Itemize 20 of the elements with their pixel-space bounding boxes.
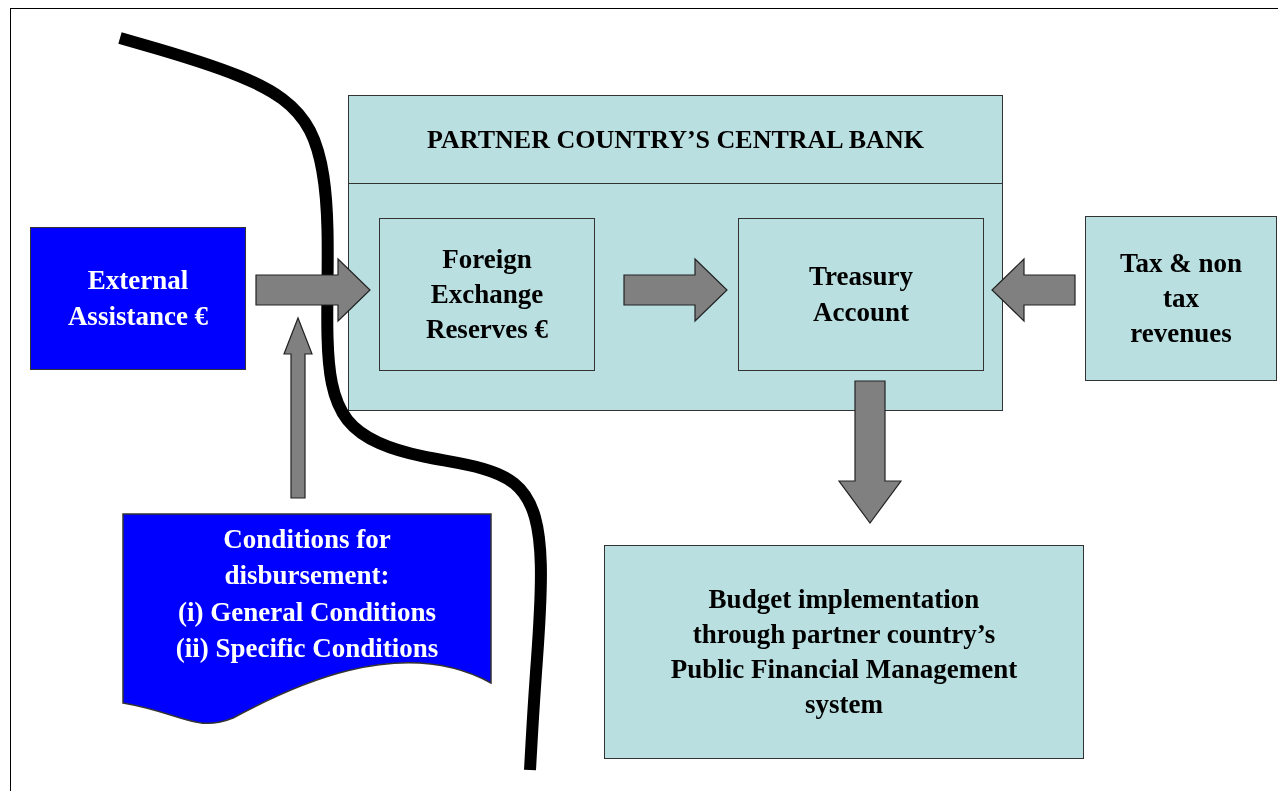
box-text: External Assistance €: [66, 264, 210, 333]
box-text: Tax & non tax revenues: [1118, 246, 1244, 351]
bank-panel: [348, 95, 1003, 411]
heading-text: Conditions for disbursement:: [222, 523, 392, 593]
process-box: [379, 218, 595, 371]
condition-text: (i) General Conditions: [178, 595, 436, 629]
process-box: [1085, 216, 1277, 381]
block-arrow: [255, 257, 371, 323]
box-text: Budget implementation through partner country’s Public Financial Management system: [669, 582, 1019, 722]
process-box: [604, 545, 1084, 759]
block-arrow: [837, 380, 903, 524]
block-arrow: [623, 257, 728, 323]
box-text: Foreign Exchange Reserves €: [424, 242, 550, 347]
process-box: [738, 218, 984, 371]
condition-text: (ii) Specific Conditions: [175, 632, 439, 666]
block-arrow: [283, 316, 313, 499]
process-box: [30, 227, 246, 370]
header-text: PARTNER COUNTRY’S CENTRAL BANK: [349, 96, 1002, 184]
block-arrow: [991, 257, 1076, 323]
box-text: Treasury Account: [808, 260, 914, 329]
